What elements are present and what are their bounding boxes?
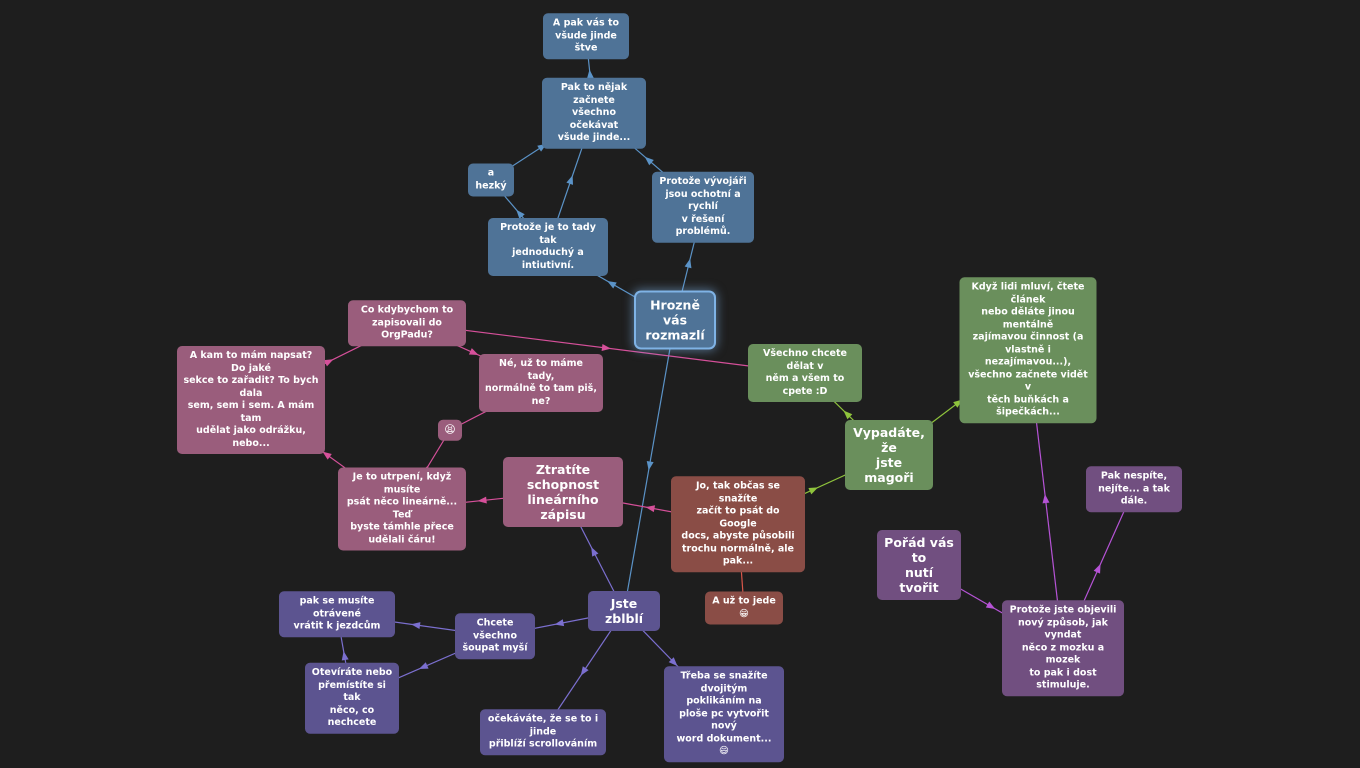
arrow-p0-p1 — [477, 496, 487, 504]
node-green-crazy[interactable]: Vypadáte, že jste magoři — [845, 420, 933, 490]
arrow-u1-u2 — [1093, 563, 1101, 574]
node-red-goes[interactable]: A už to jede 😁 — [705, 591, 783, 625]
arrow-v3-v2 — [341, 651, 349, 661]
arrow-v1-v3 — [418, 662, 429, 669]
arrow-r1-g0 — [808, 487, 819, 495]
arrow-v0-p0 — [591, 547, 599, 557]
arrow-root-v0 — [646, 460, 654, 471]
arrow-v0-v5 — [668, 657, 678, 667]
arrow-p2-p3 — [323, 359, 334, 367]
node-purple-brain[interactable]: Protože jste objevili nový způsob, jak v… — [1002, 600, 1124, 696]
node-blue-annoy[interactable]: A pak vás to všude jinde štve — [543, 13, 629, 59]
node-red-google-docs[interactable]: Jo, tak občas se snažíte začít to psát d… — [671, 476, 805, 572]
arrow-v0-v1 — [554, 619, 565, 627]
node-green-cells[interactable]: Když lidi mluví, čtete článek nebo dělát… — [959, 277, 1097, 423]
node-pink-orgpad[interactable]: Co kdybychom to zapisovali do OrgPadu? — [348, 300, 466, 346]
node-pink-emoji[interactable]: 😫 — [438, 419, 462, 441]
arrow-b1-b2 — [516, 209, 525, 219]
node-violet-word[interactable]: Třeba se snažíte dvojitým poklikáním na … — [664, 666, 784, 762]
node-pink-suffering[interactable]: Je to utrpení, když musíte psát něco lin… — [338, 467, 466, 551]
node-purple-sleep[interactable]: Pak nespíte, nejíte... a tak dále. — [1086, 466, 1182, 512]
arrow-root-b1 — [607, 281, 617, 289]
arrow-p1-p2 — [322, 451, 332, 460]
arrow-b5-b3 — [644, 156, 654, 166]
arrow-r1-p0 — [645, 505, 656, 513]
node-violet-sliders[interactable]: pak se musíte otrávené vrátit k jezdcům — [279, 591, 395, 637]
node-pink-no[interactable]: Né, už to máme tady, normálně to tam piš… — [479, 354, 603, 412]
node-blue-simple[interactable]: Protože je to tady tak jednoduchý a inti… — [488, 218, 608, 276]
node-blue-pretty[interactable]: a hezký — [468, 163, 514, 197]
arrow-b1-b3 — [566, 175, 574, 185]
arrow-root-b5 — [684, 258, 692, 269]
node-violet-open[interactable]: Otevíráte nebo přemístíte si tak něco, c… — [305, 662, 399, 734]
node-purple-create[interactable]: Pořád vás to nutí tvořit — [877, 530, 961, 600]
arrow-p3-g1 — [601, 344, 611, 351]
node-blue-devs[interactable]: Protože vývojáři jsou ochotní a rychlí v… — [652, 171, 754, 243]
arrow-v0-v4 — [580, 666, 589, 676]
arrow-b3-b4 — [586, 69, 594, 79]
node-pink-linear[interactable]: Ztratíte schopnost lineárního zápisu — [503, 457, 623, 527]
arrow-u0-u1 — [985, 601, 996, 609]
arrow-u1-g2 — [1042, 494, 1050, 504]
node-pink-where[interactable]: A kam to mám napsat? Do jaké sekce to za… — [177, 346, 325, 454]
node-green-everything[interactable]: Všechno chcete dělat v něm a všem to cpe… — [748, 344, 862, 402]
arrow-v1-v2 — [411, 622, 421, 630]
node-violet-dazed[interactable]: Jste zblblí — [588, 591, 660, 631]
node-blue-expect[interactable]: Pak to nějak začnete všechno očekávat vš… — [542, 77, 646, 149]
node-violet-scroll[interactable]: očekáváte, že se to i jinde přiblíží scr… — [480, 709, 606, 755]
arrow-p3-p5 — [468, 348, 479, 356]
node-root[interactable]: Hrozně vás rozmazlí — [636, 292, 714, 348]
node-violet-mouse[interactable]: Chcete všechno šoupat myší — [455, 613, 535, 659]
arrow-g0-g1 — [843, 410, 853, 420]
